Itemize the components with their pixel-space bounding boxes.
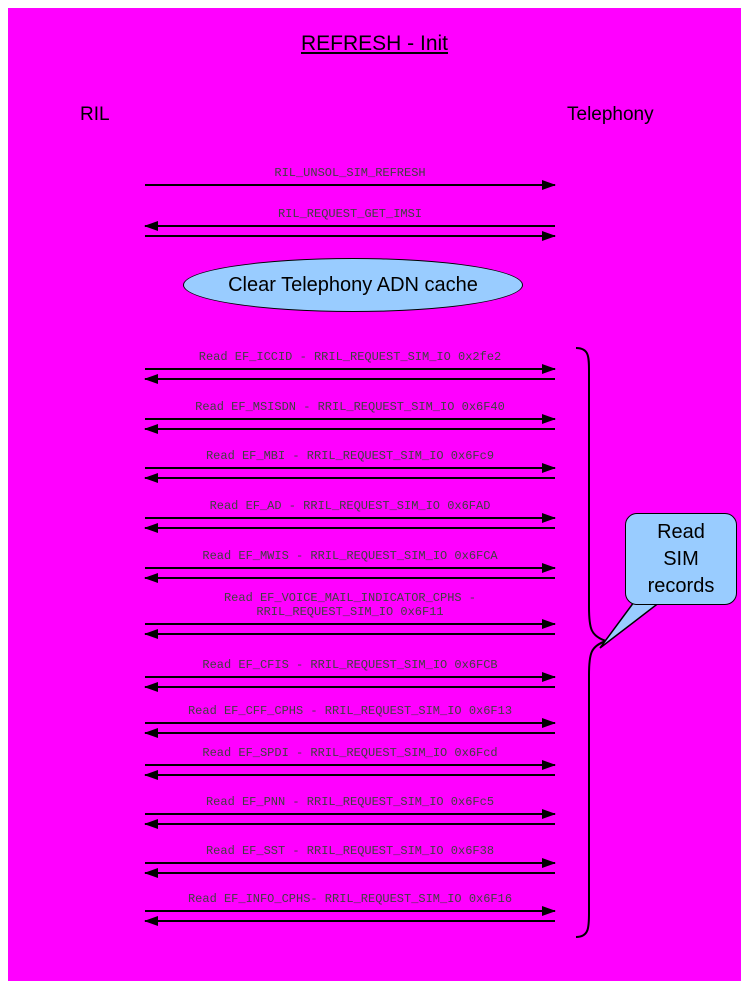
arrow-left-line	[144, 374, 555, 384]
message-label: Read EF_PNN - RRIL_REQUEST_SIM_IO 0x6Fc5	[205, 795, 495, 809]
message-label: Read EF_MSISDN - RRIL_REQUEST_SIM_IO 0x6…	[195, 400, 505, 414]
arrow-left-line	[144, 682, 555, 692]
arrow-left-line	[144, 473, 555, 483]
sequence-message: Read EF_SPDI - RRIL_REQUEST_SIM_IO 0x6Fc…	[144, 746, 556, 780]
arrow-right-line	[145, 414, 556, 424]
message-label: Read EF_CFIS - RRIL_REQUEST_SIM_IO 0x6FC…	[202, 658, 498, 672]
arrow-right-line	[145, 906, 556, 916]
arrow-right-line	[145, 858, 556, 868]
sequence-message: Read EF_MBI - RRIL_REQUEST_SIM_IO 0x6Fc9	[144, 449, 556, 483]
callout-read-sim-records: Read SIM records	[625, 513, 737, 605]
message-label: Read EF_SPDI - RRIL_REQUEST_SIM_IO 0x6Fc…	[202, 746, 498, 760]
sequence-message: Read EF_VOICE_MAIL_INDICATOR_CPHS -RRIL_…	[144, 591, 556, 639]
arrow-right-line	[145, 513, 556, 523]
arrow-left-line	[144, 573, 555, 583]
message-label: RIL_UNSOL_SIM_REFRESH	[274, 166, 426, 180]
arrow-right-line	[145, 809, 556, 819]
arrow-right-line	[145, 718, 556, 728]
arrow-right-line	[145, 672, 556, 682]
arrow-left-line	[144, 221, 555, 231]
sequence-message: Read EF_ICCID - RRIL_REQUEST_SIM_IO 0x2f…	[144, 350, 556, 384]
arrow-right-line	[145, 619, 556, 629]
arrow-left-line	[144, 868, 555, 878]
arrow-left-line	[144, 424, 555, 434]
sequence-message: Read EF_MWIS - RRIL_REQUEST_SIM_IO 0x6FC…	[144, 549, 556, 583]
message-label: Read EF_VOICE_MAIL_INDICATOR_CPHS -	[223, 591, 477, 605]
sequence-message: Read EF_AD - RRIL_REQUEST_SIM_IO 0x6FAD	[144, 499, 556, 533]
arrow-right-line	[145, 563, 556, 573]
message-label: RIL_REQUEST_GET_IMSI	[277, 207, 423, 221]
arrow-left-line	[144, 523, 555, 533]
sequence-message: RIL_REQUEST_GET_IMSI	[144, 207, 556, 241]
sequence-message: Read EF_CFIS - RRIL_REQUEST_SIM_IO 0x6FC…	[144, 658, 556, 692]
message-label-line2: RRIL_REQUEST_SIM_IO 0x6F11	[256, 605, 444, 619]
message-label: Read EF_MBI - RRIL_REQUEST_SIM_IO 0x6Fc9	[205, 449, 495, 463]
message-label: Read EF_INFO_CPHS- RRIL_REQUEST_SIM_IO 0…	[187, 892, 513, 906]
sequence-message: Read EF_SST - RRIL_REQUEST_SIM_IO 0x6F38	[144, 844, 556, 878]
message-label: Read EF_CFF_CPHS - RRIL_REQUEST_SIM_IO 0…	[187, 704, 513, 718]
page-title: REFRESH - Init	[300, 32, 449, 55]
sequence-message: Read EF_CFF_CPHS - RRIL_REQUEST_SIM_IO 0…	[144, 704, 556, 738]
message-label: Read EF_AD - RRIL_REQUEST_SIM_IO 0x6FAD	[209, 499, 491, 513]
message-label: Read EF_SST - RRIL_REQUEST_SIM_IO 0x6F38	[205, 844, 495, 858]
arrow-left-line	[144, 819, 555, 829]
arrow-left-line	[144, 728, 555, 738]
arrow-left-line	[144, 629, 555, 639]
message-label: Read EF_MWIS - RRIL_REQUEST_SIM_IO 0x6FC…	[202, 549, 498, 563]
sequence-message: Read EF_INFO_CPHS- RRIL_REQUEST_SIM_IO 0…	[144, 892, 556, 926]
arrow-right-line	[145, 463, 556, 473]
sequence-diagram: REFRESH - Init RIL Telephony RIL_UNSOL_S…	[8, 8, 741, 981]
callout-tail-icon	[599, 601, 662, 649]
arrow-left-line	[144, 770, 555, 780]
actor-telephony: Telephony	[567, 104, 654, 125]
sequence-message: RIL_UNSOL_SIM_REFRESH	[145, 166, 556, 190]
arrow-right-line	[145, 180, 556, 190]
callout-text: Read SIM records	[647, 520, 715, 597]
arrow-right-line	[145, 364, 556, 374]
arrow-right-line	[145, 760, 556, 770]
arrow-right-line	[145, 231, 556, 241]
note-text: Clear Telephony ADN cache	[228, 273, 478, 296]
arrow-left-line	[144, 916, 555, 926]
note-clear-adn-cache: Clear Telephony ADN cache	[183, 258, 523, 312]
message-label: Read EF_ICCID - RRIL_REQUEST_SIM_IO 0x2f…	[198, 350, 502, 364]
sequence-message: Read EF_PNN - RRIL_REQUEST_SIM_IO 0x6Fc5	[144, 795, 556, 829]
actor-ril: RIL	[80, 104, 110, 125]
sequence-message: Read EF_MSISDN - RRIL_REQUEST_SIM_IO 0x6…	[144, 400, 556, 434]
